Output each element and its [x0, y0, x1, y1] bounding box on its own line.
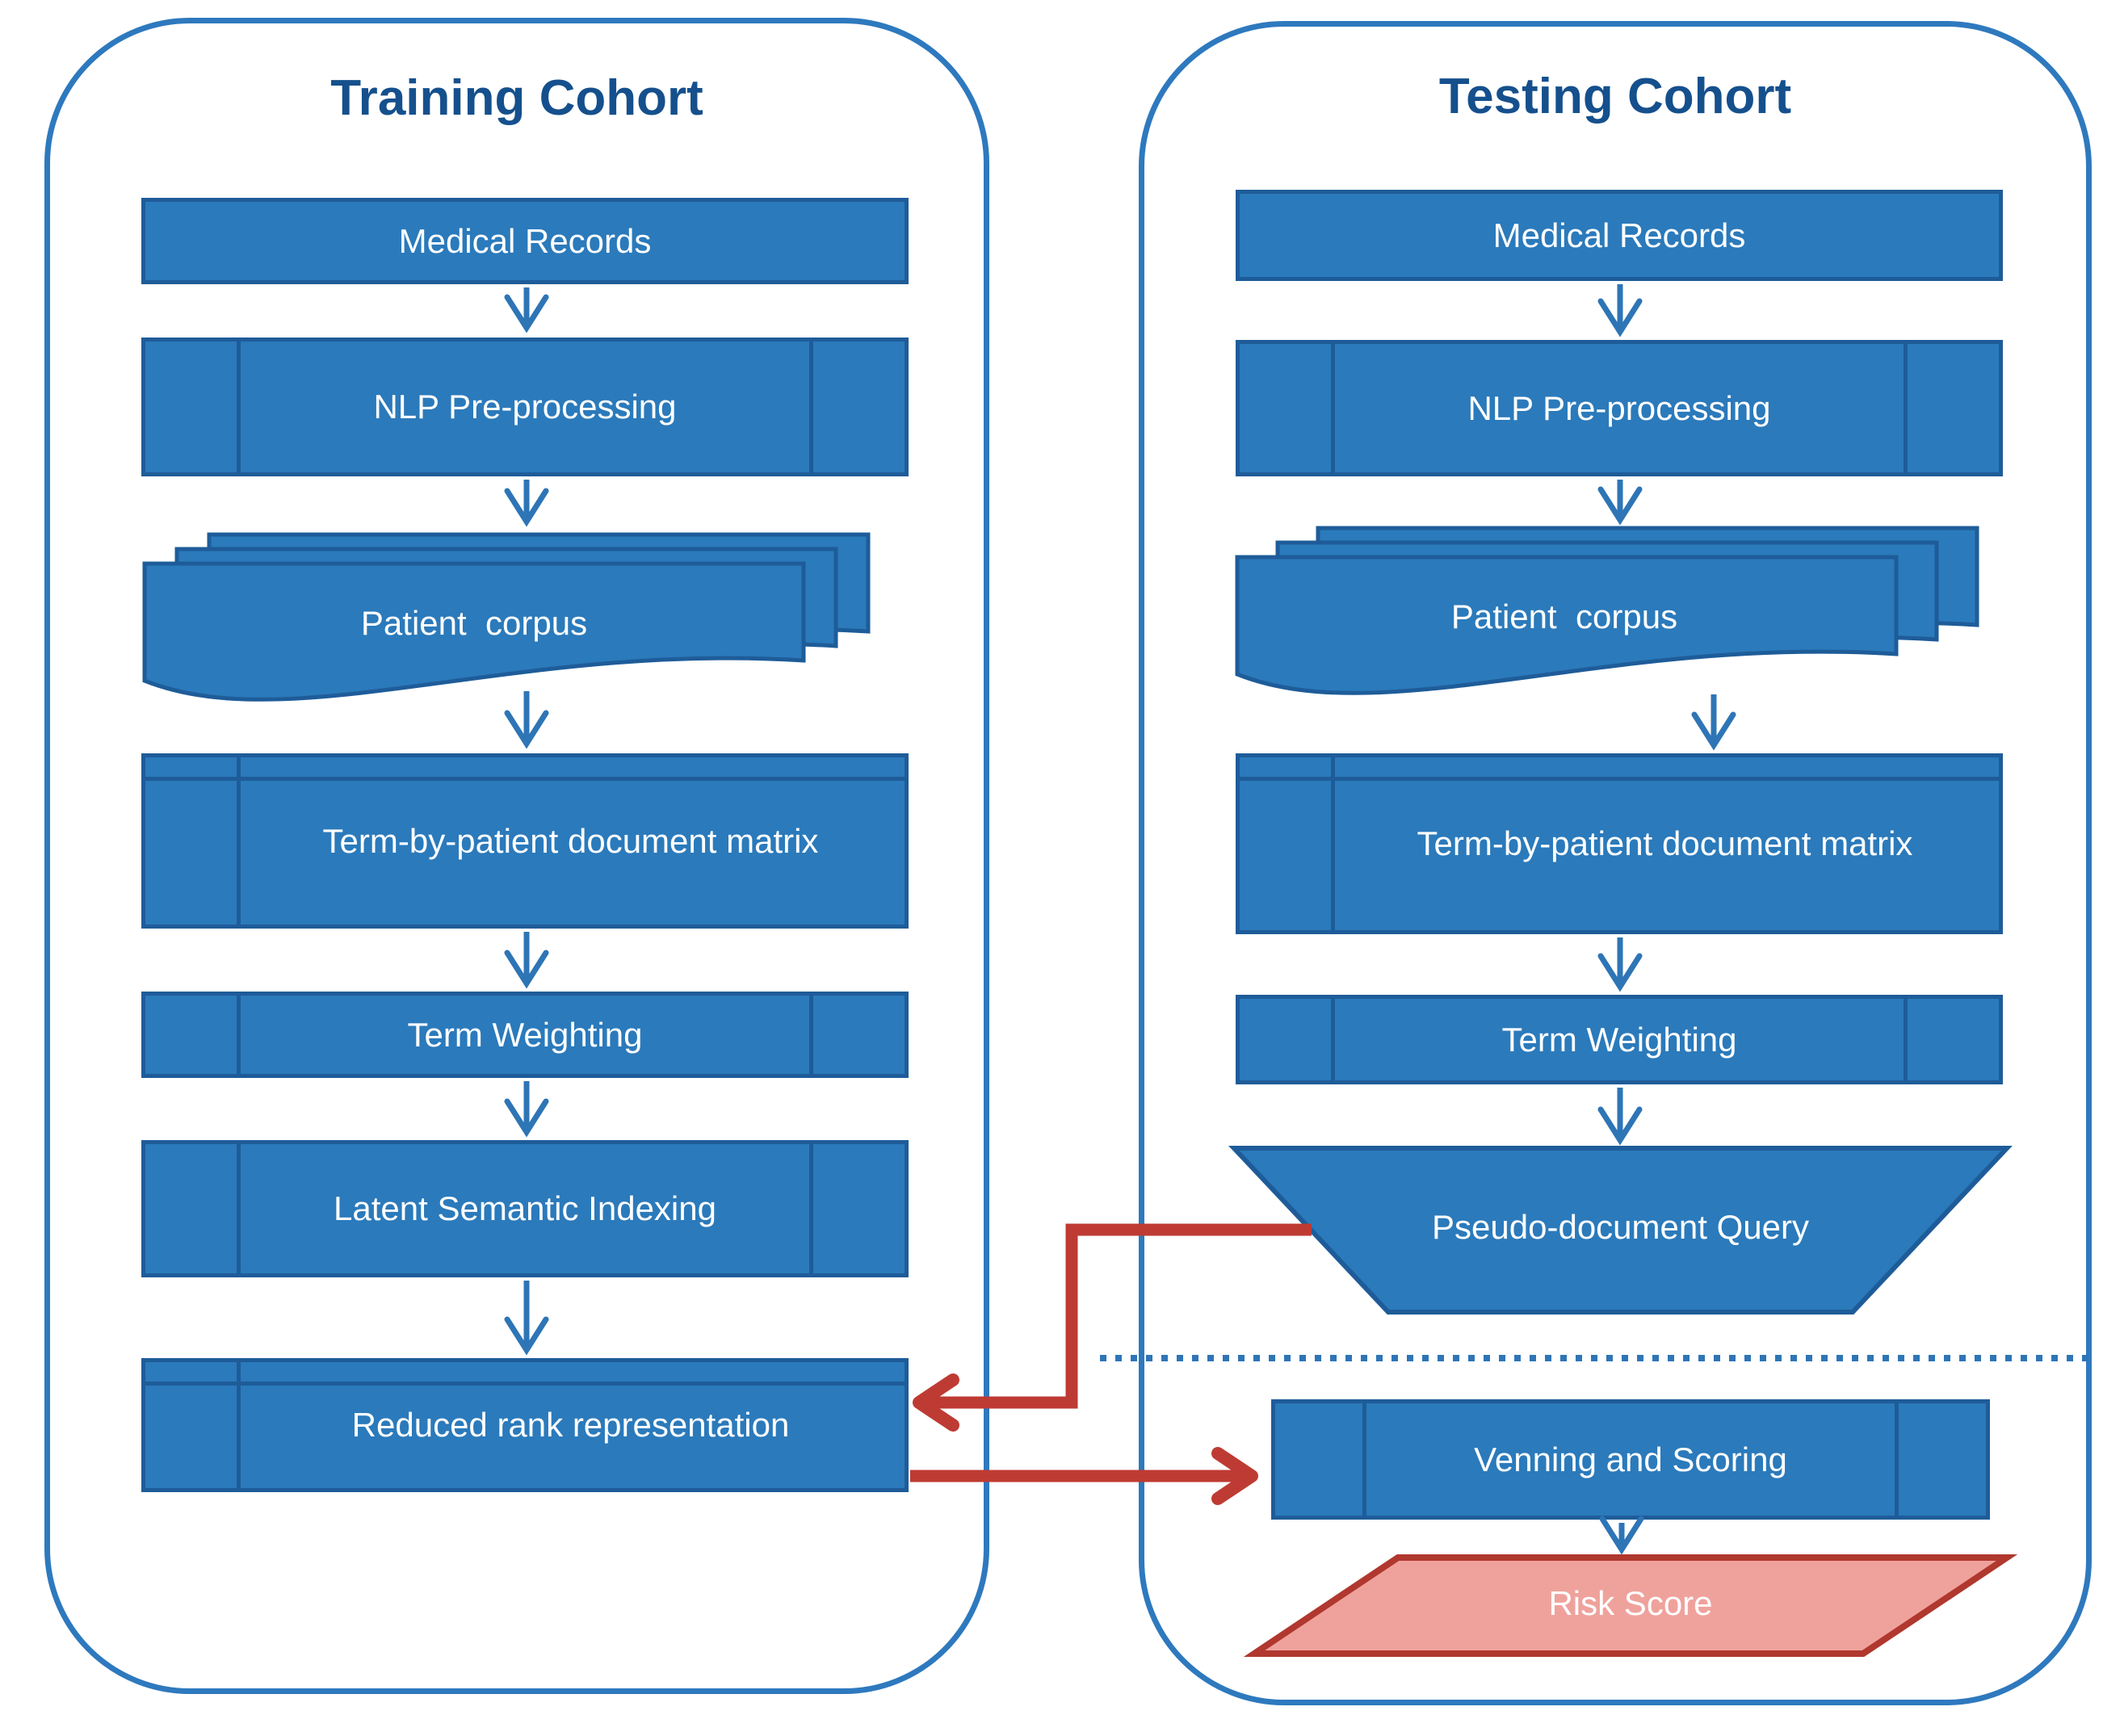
node-latent-semantic-indexing: Latent Semantic Indexing [141, 1140, 909, 1277]
testing-cohort-panel [1139, 21, 2092, 1705]
node-medical-records-testing: Medical Records [1236, 190, 2003, 281]
pseudo-document-query-label: Pseudo-document Query [1432, 1208, 1809, 1246]
inner-line [237, 342, 241, 472]
training-cohort-title: Training Cohort [330, 70, 703, 126]
inner-line [237, 1362, 241, 1488]
node-label: NLP Pre-processing [1467, 388, 1771, 427]
node-term-by-patient-matrix-training: Term-by-patient document matrix [141, 753, 909, 929]
node-term-weighting-testing: Term Weighting [1236, 995, 2003, 1084]
node-label: Reduced rank representation [351, 1406, 790, 1444]
inner-line [145, 1382, 905, 1386]
inner-line [1331, 999, 1335, 1080]
inner-line [1895, 1403, 1899, 1516]
node-label: Medical Records [398, 221, 652, 260]
inner-line [1240, 777, 1999, 781]
node-reduced-rank-representation: Reduced rank representation [141, 1358, 909, 1492]
node-label: Venning and Scoring [1474, 1440, 1787, 1478]
node-label: Term Weighting [407, 1015, 643, 1054]
node-nlp-preprocessing-training: NLP Pre-processing [141, 338, 909, 476]
inner-line [237, 757, 241, 925]
inner-line [1904, 344, 1908, 472]
patient-corpus-label-training: Patient corpus [360, 604, 588, 642]
inner-line [1904, 999, 1908, 1080]
inner-line [1331, 344, 1335, 472]
inner-line [1331, 757, 1335, 930]
training-cohort-panel [44, 18, 989, 1694]
node-medical-records-training: Medical Records [141, 198, 909, 284]
risk-score-label: Risk Score [1548, 1584, 1713, 1622]
testing-cohort-title: Testing Cohort [1438, 69, 1792, 124]
inner-line [809, 342, 813, 472]
node-term-by-patient-matrix-testing: Term-by-patient document matrix [1236, 753, 2003, 934]
node-nlp-preprocessing-testing: NLP Pre-processing [1236, 340, 2003, 476]
inner-line [237, 996, 241, 1074]
node-label: Term-by-patient document matrix [1417, 824, 1913, 862]
node-label: Term-by-patient document matrix [322, 821, 819, 860]
node-venning-and-scoring: Venning and Scoring [1271, 1399, 1990, 1520]
node-label: NLP Pre-processing [373, 388, 677, 426]
inner-line [809, 996, 813, 1074]
inner-line [809, 1144, 813, 1273]
node-label: Term Weighting [1501, 1020, 1737, 1059]
node-term-weighting-training: Term Weighting [141, 992, 909, 1078]
node-label: Medical Records [1492, 216, 1746, 254]
node-label: Latent Semantic Indexing [334, 1189, 716, 1227]
inner-line [1362, 1403, 1366, 1516]
inner-line [145, 777, 905, 781]
inner-line [237, 1144, 241, 1273]
patient-corpus-label-testing: Patient corpus [1450, 598, 1678, 635]
